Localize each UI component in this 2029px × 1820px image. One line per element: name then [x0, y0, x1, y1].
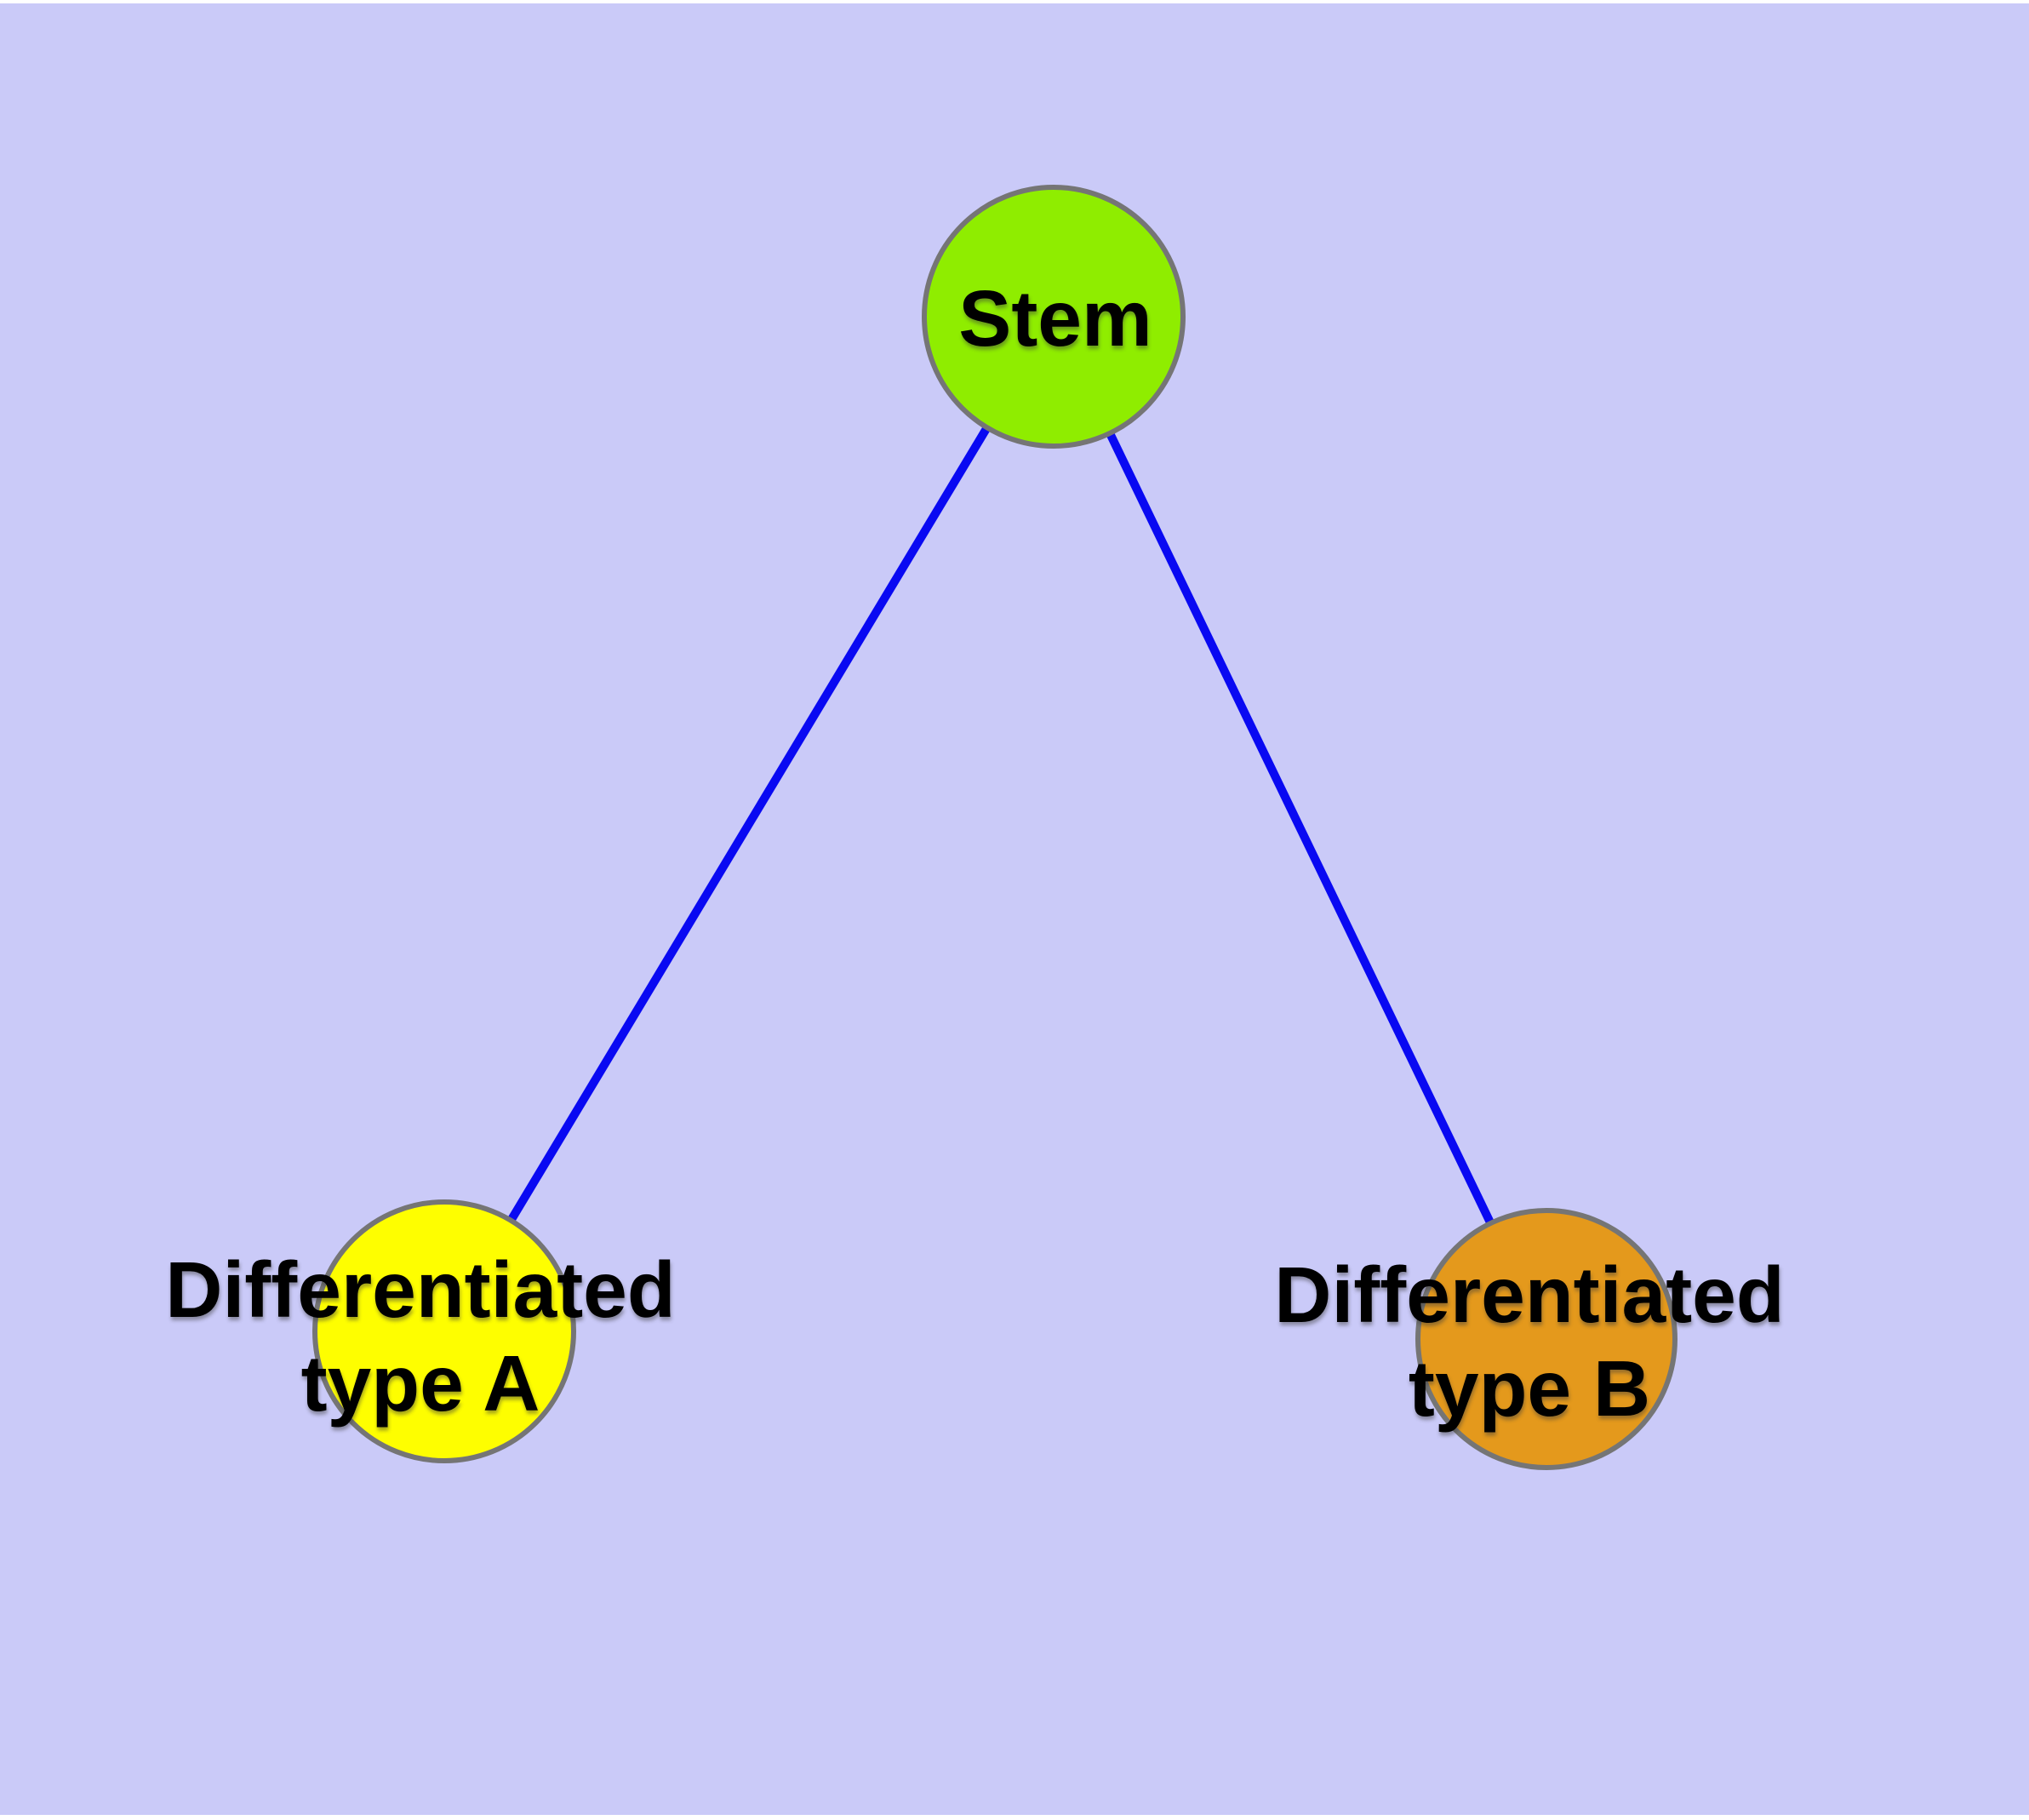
- edge-stem-to-type-b: [1049, 314, 1551, 1342]
- node-type-a[interactable]: [312, 1199, 576, 1463]
- node-type-b[interactable]: [1415, 1208, 1677, 1470]
- edge-stem-to-type-a: [440, 314, 1058, 1334]
- node-stem[interactable]: [922, 185, 1186, 449]
